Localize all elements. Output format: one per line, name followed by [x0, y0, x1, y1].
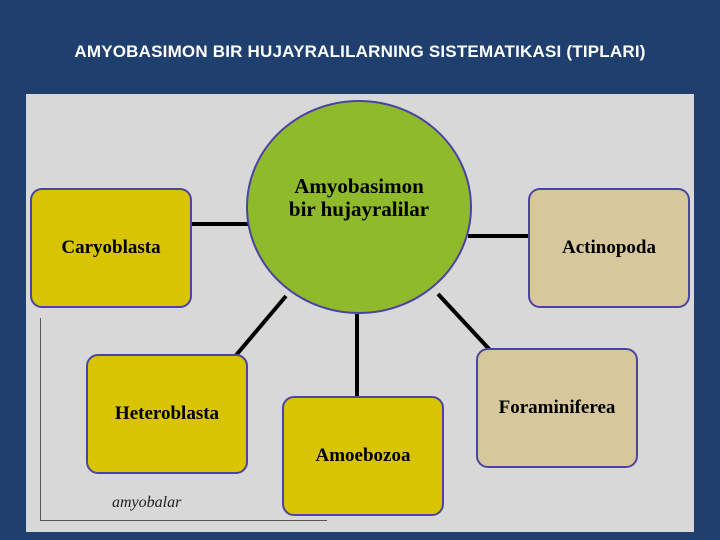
bracket — [40, 318, 327, 521]
node-caryoblasta: Caryoblasta — [30, 188, 192, 308]
node-amoebozoa: Amoebozoa — [282, 396, 444, 516]
node-foraminiferea: Foraminiferea — [476, 348, 638, 468]
center-node-line2: bir hujayralilar — [288, 197, 430, 221]
node-actinopoda: Actinopoda — [528, 188, 690, 308]
slide-title: AMYOBASIMON BIR HUJAYRALILARNING SISTEMA… — [74, 42, 646, 61]
node-heteroblasta: Heteroblasta — [86, 354, 248, 474]
bracket-label: amyobalar — [112, 494, 182, 511]
connector-foraminiferea — [436, 292, 492, 352]
center-node: Amyobasimon bir hujayralilar — [246, 100, 472, 314]
center-node-line1: Amyobasimon — [294, 173, 424, 198]
connector-heteroblasta — [230, 294, 288, 362]
